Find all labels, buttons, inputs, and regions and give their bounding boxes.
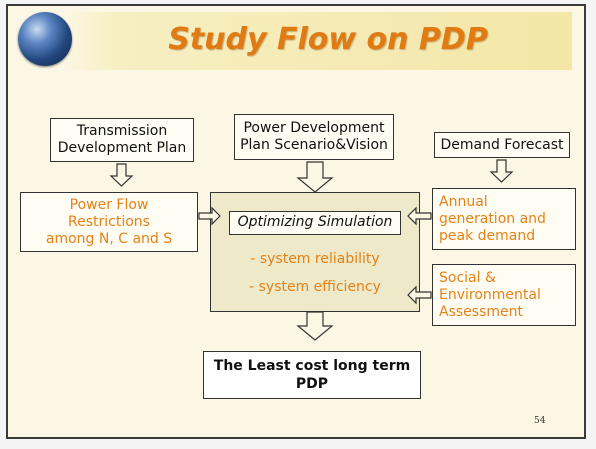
reliability-line: - system reliability (250, 251, 380, 267)
efficiency-line: - system efficiency (249, 279, 381, 295)
box-line: Transmission (76, 123, 168, 139)
slide-title: Study Flow on PDP (168, 22, 488, 57)
arrow-down-icon (489, 159, 514, 183)
arrow-down-icon (296, 161, 334, 193)
arrow-left-icon (407, 206, 432, 226)
demand-forecast-box: Demand Forecast (434, 132, 570, 158)
page-number: 54 (534, 416, 546, 426)
box-line: Annual (439, 193, 488, 210)
box-line: among N, C and S (45, 230, 173, 247)
arrow-left-icon (407, 285, 432, 305)
box-line: Social & (439, 269, 496, 286)
box-line: PDP (295, 376, 329, 392)
title-banner (64, 12, 572, 70)
box-line: Development Plan (57, 140, 187, 156)
arrow-down-icon (296, 311, 334, 341)
optimizing-simulation-box: Optimizing Simulation - system reliabili… (210, 192, 420, 312)
optimizing-simulation-heading: Optimizing Simulation (229, 211, 401, 235)
box-line: Demand Forecast (440, 136, 564, 153)
box-line: Power Development (243, 120, 385, 136)
flow-arrows (109, 159, 514, 341)
box-line: Restrictions (68, 213, 150, 230)
globe-icon (18, 12, 72, 66)
arrow-right-icon (198, 206, 221, 226)
box-line: Assessment (439, 303, 523, 320)
box-line: The Least cost long term (213, 358, 411, 374)
box-line: Power Flow (69, 196, 149, 213)
box-line: peak demand (439, 227, 536, 244)
arrow-down-icon (109, 163, 134, 187)
box-line: generation and (439, 210, 546, 227)
box-line: Environmental (439, 286, 541, 303)
box-line: Plan Scenario&Vision (240, 137, 388, 153)
